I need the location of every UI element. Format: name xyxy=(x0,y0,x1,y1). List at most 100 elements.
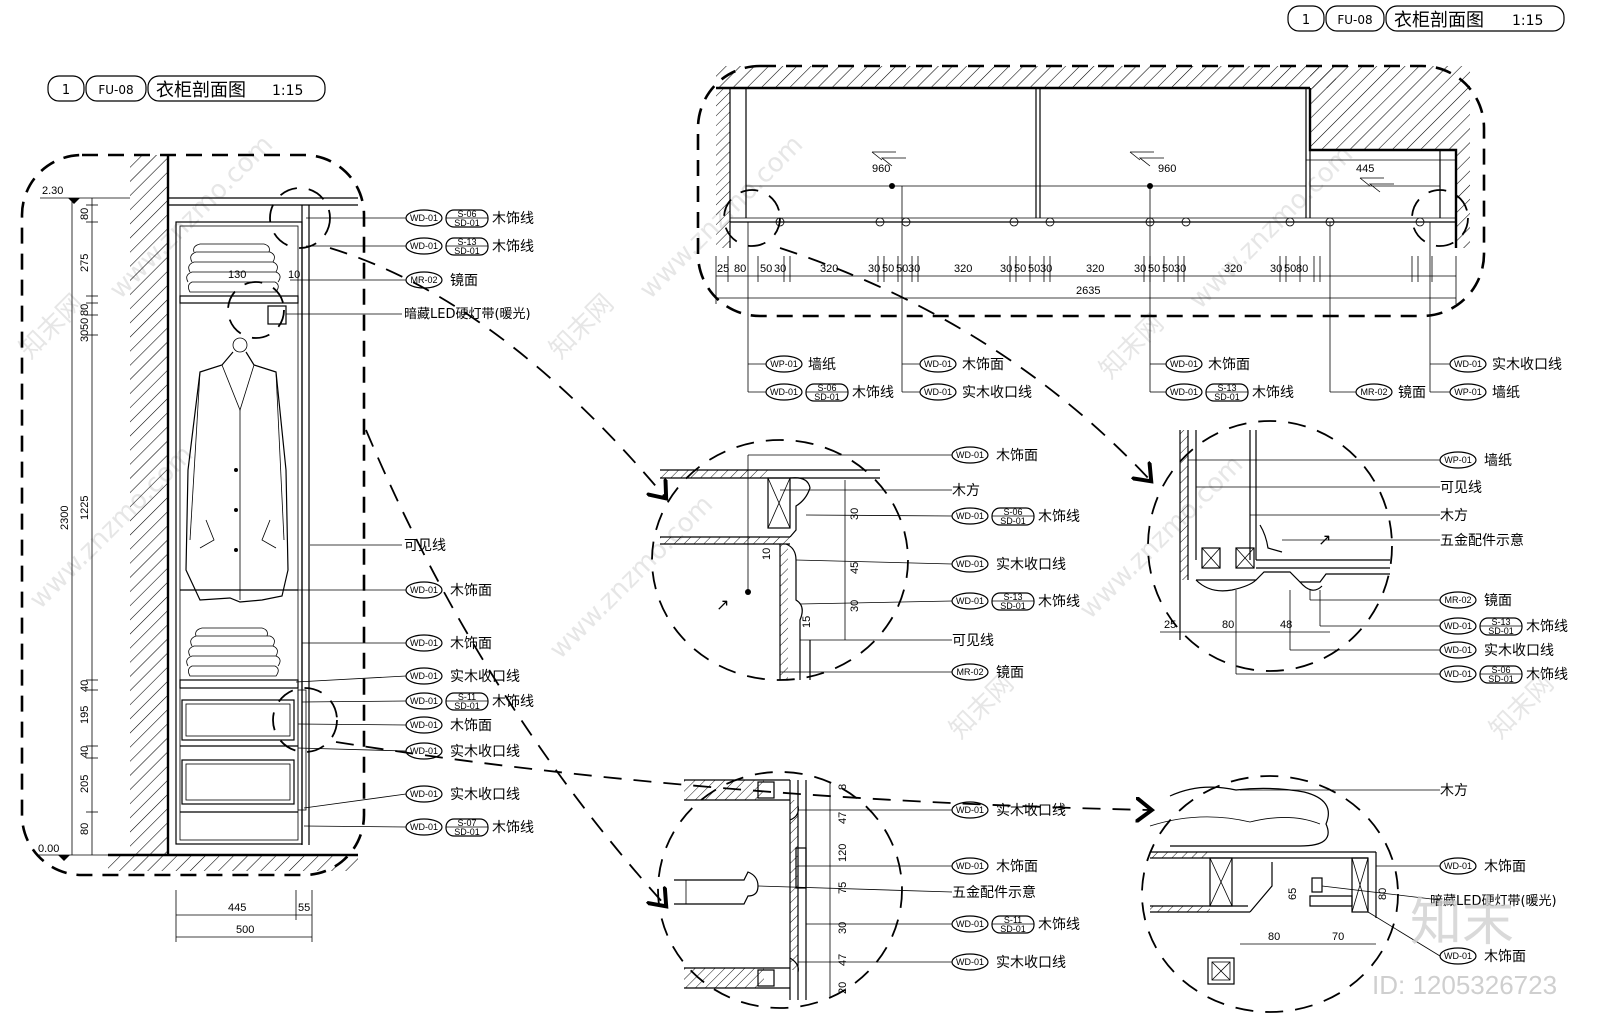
section-boundary xyxy=(20,153,366,877)
plan-tick-marks xyxy=(715,256,1457,304)
svg-text:WD-01: WD-01 xyxy=(410,213,438,223)
svg-text:30: 30 xyxy=(837,922,849,934)
title-num: 1 xyxy=(1302,13,1310,28)
svg-text:WD-01: WD-01 xyxy=(410,638,438,648)
svg-text:80: 80 xyxy=(1377,888,1389,900)
svg-text:445: 445 xyxy=(228,902,246,914)
title-block-right: 1 FU-08 衣柜剖面图 1:15 xyxy=(1287,5,1565,32)
svg-text:实木收口线: 实木收口线 xyxy=(1492,357,1562,373)
svg-text:木饰线: 木饰线 xyxy=(1038,594,1080,610)
svg-text:墙纸: 墙纸 xyxy=(1492,385,1520,401)
svg-text:S-13: S-13 xyxy=(1491,617,1510,627)
plan-leaders xyxy=(747,186,1450,393)
plan-boundary xyxy=(696,64,1486,318)
section-leaders xyxy=(180,217,407,828)
svg-text:木饰面: 木饰面 xyxy=(996,859,1038,875)
svg-text:↗: ↗ xyxy=(1318,530,1331,549)
svg-text:1225: 1225 xyxy=(79,496,91,520)
svg-text:WD-01: WD-01 xyxy=(1454,359,1482,369)
detail-callout-circle xyxy=(272,687,338,753)
svg-text:50: 50 xyxy=(1284,263,1296,275)
svg-text:500: 500 xyxy=(236,924,254,936)
svg-text:WD-01: WD-01 xyxy=(1444,951,1472,961)
detail-boundary xyxy=(1141,775,1399,1013)
svg-text:木饰面: 木饰面 xyxy=(450,583,492,599)
svg-text:实木收口线: 实木收口线 xyxy=(962,385,1032,401)
svg-text:MR-02: MR-02 xyxy=(956,667,983,677)
svg-text:70: 70 xyxy=(1332,931,1344,943)
svg-text:S-06: S-06 xyxy=(817,383,836,393)
svg-text:木方: 木方 xyxy=(952,483,980,499)
svg-text:WP-01: WP-01 xyxy=(770,359,798,369)
svg-text:25: 25 xyxy=(1164,619,1176,631)
brand-watermark: 知末 ID: 1205326723 xyxy=(1372,893,1557,1000)
title-block-left: 1 FU-08 衣柜剖面图 1:15 xyxy=(47,75,326,102)
vertical-dimensions: 80 275 30 50 80 1225 2300 40 195 40 205 … xyxy=(59,204,98,835)
detail-4: 65 80 80 70 木方 WD-01 木饰面 暗藏LED硬灯带(暖光) WD… xyxy=(1141,775,1557,1013)
svg-text:75: 75 xyxy=(837,882,849,894)
svg-text:320: 320 xyxy=(954,263,972,275)
brand-logo: 知末 xyxy=(1410,893,1514,953)
detail-callout-circle xyxy=(227,281,285,339)
coat-icon xyxy=(185,337,289,603)
svg-text:30: 30 xyxy=(849,600,861,612)
detail-3: 8 47 120 75 30 47 20 WD-01 实木收口线 WD-01 木… xyxy=(657,771,1080,1009)
level-bottom: 0.00 xyxy=(38,843,59,855)
svg-text:木饰面: 木饰面 xyxy=(1208,357,1250,373)
svg-text:WD-01: WD-01 xyxy=(1170,387,1198,397)
title-num: 1 xyxy=(62,83,70,98)
detail-callout-circle xyxy=(1411,189,1469,247)
svg-text:WD-01: WD-01 xyxy=(1444,621,1472,631)
svg-text:木饰面: 木饰面 xyxy=(450,718,492,734)
upper-shelf xyxy=(179,295,299,304)
svg-text:30: 30 xyxy=(1270,263,1282,275)
wardrobe-plan: 960 960 445 xyxy=(696,64,1562,402)
svg-text:WD-01: WD-01 xyxy=(956,805,984,815)
svg-text:实木收口线: 实木收口线 xyxy=(450,669,520,685)
svg-text:WD-01: WD-01 xyxy=(410,696,438,706)
svg-text:80: 80 xyxy=(1296,263,1308,275)
svg-text:木饰面: 木饰面 xyxy=(1484,859,1526,875)
title-text: 衣柜剖面图 xyxy=(156,80,246,101)
svg-text:五金配件示意: 五金配件示意 xyxy=(1440,532,1524,549)
svg-text:WD-01: WD-01 xyxy=(956,919,984,929)
svg-text:120: 120 xyxy=(837,844,849,862)
svg-text:实木收口线: 实木收口线 xyxy=(450,787,520,803)
svg-text:48: 48 xyxy=(1280,619,1292,631)
svg-text:S-07: S-07 xyxy=(457,818,476,828)
svg-text:可见线: 可见线 xyxy=(404,538,446,554)
svg-text:WD-01: WD-01 xyxy=(410,241,438,251)
title-scale: 1:15 xyxy=(272,83,303,99)
svg-text:47: 47 xyxy=(837,954,849,966)
svg-text:SD-01: SD-01 xyxy=(454,827,480,837)
svg-text:30: 30 xyxy=(1174,263,1186,275)
svg-text:镜面: 镜面 xyxy=(1484,593,1512,609)
svg-text:SD-01: SD-01 xyxy=(1000,516,1026,526)
svg-text:MR-02: MR-02 xyxy=(1360,387,1387,397)
svg-text:50: 50 xyxy=(882,263,894,275)
svg-text:55: 55 xyxy=(298,902,310,914)
svg-text:130: 130 xyxy=(228,269,246,281)
svg-text:30: 30 xyxy=(1134,263,1146,275)
svg-text:暗藏LED硬灯带(暖光): 暗藏LED硬灯带(暖光) xyxy=(1430,894,1557,909)
svg-text:木饰线: 木饰线 xyxy=(1526,619,1568,635)
svg-text:30: 30 xyxy=(1040,263,1052,275)
svg-text:S-13: S-13 xyxy=(1003,592,1022,602)
svg-text:木饰线: 木饰线 xyxy=(852,385,894,401)
floor-hatch xyxy=(108,855,358,871)
svg-text:45: 45 xyxy=(849,562,861,574)
svg-text:WD-01: WD-01 xyxy=(956,596,984,606)
svg-text:木饰线: 木饰线 xyxy=(1038,917,1080,933)
callout-connectors xyxy=(329,247,1150,905)
watermark-text: www.znzmo.com xyxy=(1184,140,1359,315)
wall-hatch xyxy=(130,155,168,855)
led-fixture xyxy=(267,305,287,325)
svg-text:木方: 木方 xyxy=(1440,508,1468,524)
drawer-lower xyxy=(181,759,295,805)
svg-text:25: 25 xyxy=(717,263,729,275)
svg-text:WD-01: WD-01 xyxy=(410,746,438,756)
svg-text:80: 80 xyxy=(79,823,91,835)
svg-text:↗: ↗ xyxy=(716,595,729,614)
svg-text:SD-01: SD-01 xyxy=(454,246,480,256)
